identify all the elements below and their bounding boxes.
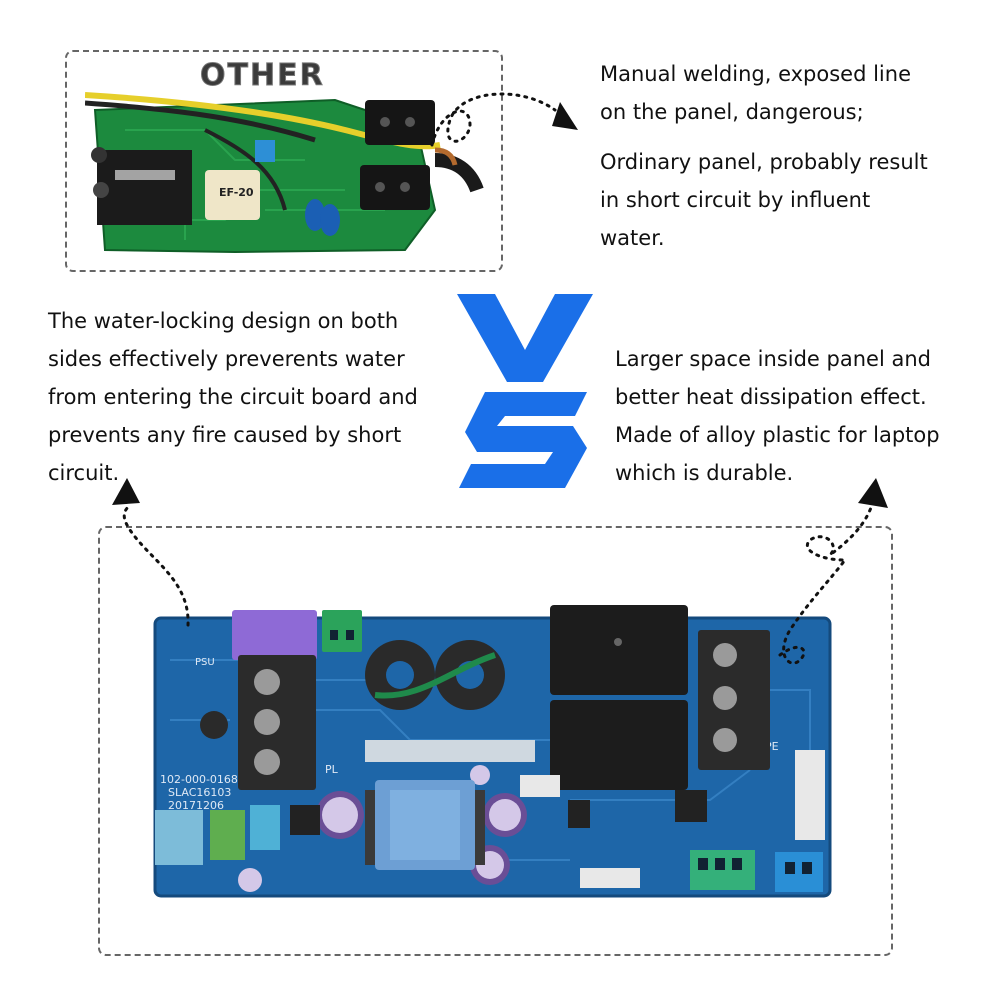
left-note: The water-locking design on both sides e… [48, 302, 458, 492]
arrow-head-right [858, 478, 888, 508]
left-note-line: The water-locking design on both [48, 309, 399, 333]
main-board-image: 102-000-0168 SLAC16103 20171206 PSU PE P… [150, 600, 840, 900]
top-note-line: Manual welding, exposed line [600, 62, 911, 86]
board-code-1: 102-000-0168 [160, 773, 238, 786]
arrow-head-top [552, 102, 578, 130]
ef20-text: EF-20 [219, 186, 254, 199]
right-note-line: better heat dissipation effect. [615, 385, 927, 409]
other-board-image: EF-20 [85, 70, 485, 260]
top-note: Manual welding, exposed line on the pane… [600, 55, 990, 257]
other-label: OTHER [200, 58, 325, 94]
main-board-frame [98, 526, 893, 956]
right-note-line: Made of alloy plastic for laptop [615, 423, 940, 447]
right-note-line: which is durable. [615, 461, 794, 485]
board-code-3: 20171206 [168, 799, 224, 812]
left-note-line: circuit. [48, 461, 120, 485]
top-note-line: in short circuit by influent [600, 188, 871, 212]
arrow-head-left [112, 478, 140, 505]
vs-badge-icon [455, 292, 595, 492]
right-note-line: Larger space inside panel and [615, 347, 931, 371]
right-note: Larger space inside panel and better hea… [615, 340, 990, 492]
other-board-frame [65, 50, 503, 272]
left-note-line: from entering the circuit board and [48, 385, 418, 409]
top-note-line: Ordinary panel, probably result [600, 150, 928, 174]
top-note-line: water. [600, 226, 665, 250]
board-code-2: SLAC16103 [168, 786, 231, 799]
left-note-line: sides effectively preverents water [48, 347, 405, 371]
left-note-line: prevents any fire caused by short [48, 423, 402, 447]
top-note-line: on the panel, dangerous; [600, 100, 864, 124]
board-pl-label: PL [325, 763, 339, 776]
board-psu-label: PSU [195, 657, 215, 668]
